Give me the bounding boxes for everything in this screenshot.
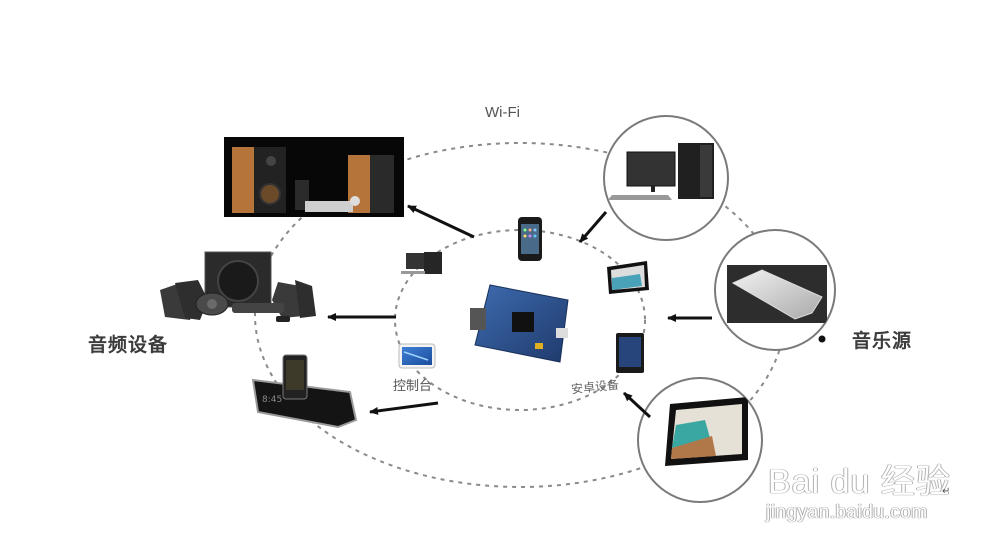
surround-speaker-system bbox=[160, 251, 316, 322]
iphone bbox=[518, 217, 542, 261]
mini-pc bbox=[401, 252, 442, 274]
bookshelf-speakers-hifi bbox=[224, 137, 404, 217]
arrow-to-bookshelf bbox=[407, 204, 475, 239]
arrow-to-dock bbox=[369, 401, 439, 415]
console-screen bbox=[398, 343, 436, 369]
smartphone bbox=[714, 229, 836, 351]
baidu-watermark-url: jingyan.baidu.com bbox=[766, 502, 928, 523]
inner-ring bbox=[394, 229, 646, 411]
arrow-from-pc bbox=[578, 211, 608, 243]
tablet bbox=[637, 377, 763, 503]
wifi-label: Wi-Fi bbox=[485, 104, 520, 121]
arrow-from-tablet bbox=[622, 391, 652, 419]
audio-devices-label: 音频设备 bbox=[88, 334, 169, 356]
development-board bbox=[470, 284, 569, 363]
svg-text:8:45: 8:45 bbox=[262, 395, 282, 405]
baidu-watermark-logo: Bai du 经验 bbox=[768, 463, 951, 501]
desktop-pc bbox=[603, 115, 729, 241]
console-label: 控制台 bbox=[393, 379, 433, 394]
music-source-label: 音乐源 bbox=[852, 330, 913, 352]
android-tablet bbox=[616, 333, 644, 373]
iphone-dock-speaker: 8:45 bbox=[251, 354, 358, 429]
return-mark-icon: ↵ bbox=[942, 486, 951, 497]
tablet-small bbox=[607, 261, 649, 294]
